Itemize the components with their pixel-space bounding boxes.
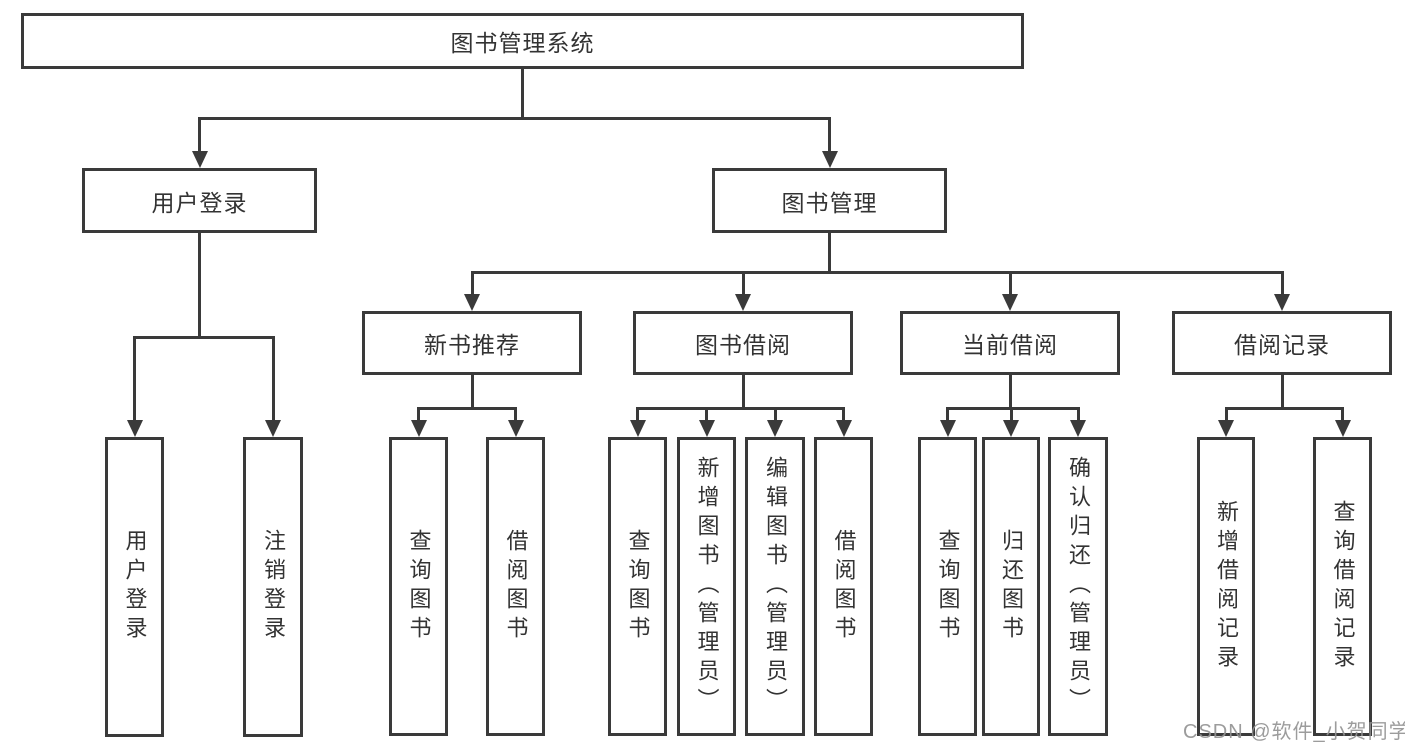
node-label: 归还图书: [999, 528, 1024, 645]
node-label: 新书推荐: [424, 332, 520, 358]
connector-drop: [741, 271, 745, 295]
node-root: 图书管理系统: [21, 13, 1024, 69]
node-v-edit-book: 编辑图书（管理员）: [745, 437, 805, 736]
node-v-return-book: 归还图书: [982, 437, 1040, 736]
connector-stem: [521, 69, 524, 120]
connector-branch: [198, 117, 831, 120]
connector-branch: [133, 336, 275, 339]
connector-stem: [1008, 375, 1012, 410]
connector-drop: [198, 117, 201, 152]
connector-stem: [198, 233, 201, 339]
arrowhead-down-icon: [735, 294, 751, 311]
arrowhead-down-icon: [835, 420, 852, 437]
node-current-borrow: 当前借阅: [900, 311, 1120, 375]
node-label: 查询图书: [625, 528, 651, 645]
connector-drop: [946, 407, 949, 421]
arrowhead-down-icon: [1274, 294, 1290, 311]
node-label: 当前借阅: [962, 332, 1058, 358]
arrowhead-down-icon: [464, 294, 480, 311]
arrowhead-down-icon: [698, 420, 715, 437]
connector-drop: [1009, 407, 1013, 421]
node-label: 确认归还（管理员）: [1066, 456, 1091, 717]
node-v-add-borrow-record: 新增借阅记录: [1197, 437, 1255, 736]
node-label: 注销登录: [261, 529, 286, 645]
node-v-logout: 注销登录: [243, 437, 303, 737]
connector-drop: [417, 407, 420, 421]
arrowhead-down-icon: [1002, 294, 1018, 311]
connector-drop: [1008, 271, 1012, 295]
arrowhead-down-icon: [821, 151, 838, 168]
arrowhead-down-icon: [191, 151, 208, 168]
csdn-watermark: CSDN @软件_小贺同学: [1183, 721, 1405, 743]
node-v-confirm-return: 确认归还（管理员）: [1048, 437, 1108, 736]
node-v-borrow-book-2: 借阅图书: [814, 437, 873, 736]
node-label: 图书借阅: [695, 332, 791, 358]
connector-stem: [1280, 375, 1284, 410]
node-v-query-book-2: 查询图书: [608, 437, 667, 736]
node-label: 借阅图书: [503, 528, 529, 645]
node-v-user-login: 用户登录: [105, 437, 164, 737]
arrowhead-down-icon: [1218, 420, 1234, 437]
node-v-add-book: 新增图书（管理员）: [677, 437, 736, 736]
connector-branch: [417, 407, 517, 410]
connector-drop: [470, 271, 474, 295]
connector-drop: [773, 407, 777, 421]
connector-branch: [946, 407, 1080, 410]
node-label: 图书管理: [781, 189, 878, 216]
arrowhead-down-icon: [507, 420, 524, 437]
node-label: 查询图书: [935, 528, 961, 645]
node-user-login: 用户登录: [82, 168, 317, 233]
node-label: 新增借阅记录: [1214, 499, 1239, 674]
arrowhead-down-icon: [1334, 420, 1351, 437]
node-label: 借阅图书: [831, 528, 857, 645]
node-v-borrow-book-1: 借阅图书: [486, 437, 545, 736]
connector-drop: [705, 407, 708, 421]
connector-drop: [636, 407, 639, 421]
node-borrow-records: 借阅记录: [1172, 311, 1392, 375]
arrowhead-down-icon: [629, 420, 646, 437]
connector-stem: [470, 375, 474, 410]
arrowhead-down-icon: [1070, 420, 1086, 437]
connector-drop: [133, 336, 136, 421]
arrowhead-down-icon: [126, 420, 143, 437]
connector-branch: [470, 271, 1284, 274]
arrowhead-down-icon: [1003, 420, 1019, 437]
node-label: 编辑图书（管理员）: [763, 456, 788, 717]
node-book-borrow: 图书借阅: [633, 311, 853, 375]
arrowhead-down-icon: [767, 420, 783, 437]
arrowhead-down-icon: [410, 420, 427, 437]
node-label: 借阅记录: [1234, 332, 1330, 358]
node-label: 用户登录: [122, 529, 148, 645]
connector-stem: [741, 375, 745, 410]
connector-drop: [514, 407, 517, 421]
connector-drop: [1224, 407, 1228, 421]
connector-drop: [1076, 407, 1080, 421]
connector-stem: [828, 233, 831, 274]
connector-drop: [828, 117, 831, 152]
node-new-book-rec: 新书推荐: [362, 311, 582, 375]
node-label: 图书管理系统: [450, 30, 595, 56]
connector-drop: [271, 336, 275, 421]
connector-drop: [842, 407, 845, 421]
node-v-query-borrow-record: 查询借阅记录: [1313, 437, 1372, 736]
node-v-query-book-1: 查询图书: [389, 437, 448, 736]
connector-branch: [1224, 407, 1344, 410]
node-book-mgmt: 图书管理: [712, 168, 947, 233]
connector-branch: [636, 407, 845, 410]
node-label: 新增图书（管理员）: [694, 456, 720, 717]
arrowhead-down-icon: [939, 420, 956, 437]
node-label: 查询图书: [406, 528, 432, 645]
connector-drop: [1280, 271, 1284, 295]
arrowhead-down-icon: [265, 420, 281, 437]
connector-drop: [1341, 407, 1344, 421]
node-v-query-book-3: 查询图书: [918, 437, 977, 736]
node-label: 查询借阅记录: [1330, 499, 1356, 674]
node-label: 用户登录: [151, 189, 248, 216]
